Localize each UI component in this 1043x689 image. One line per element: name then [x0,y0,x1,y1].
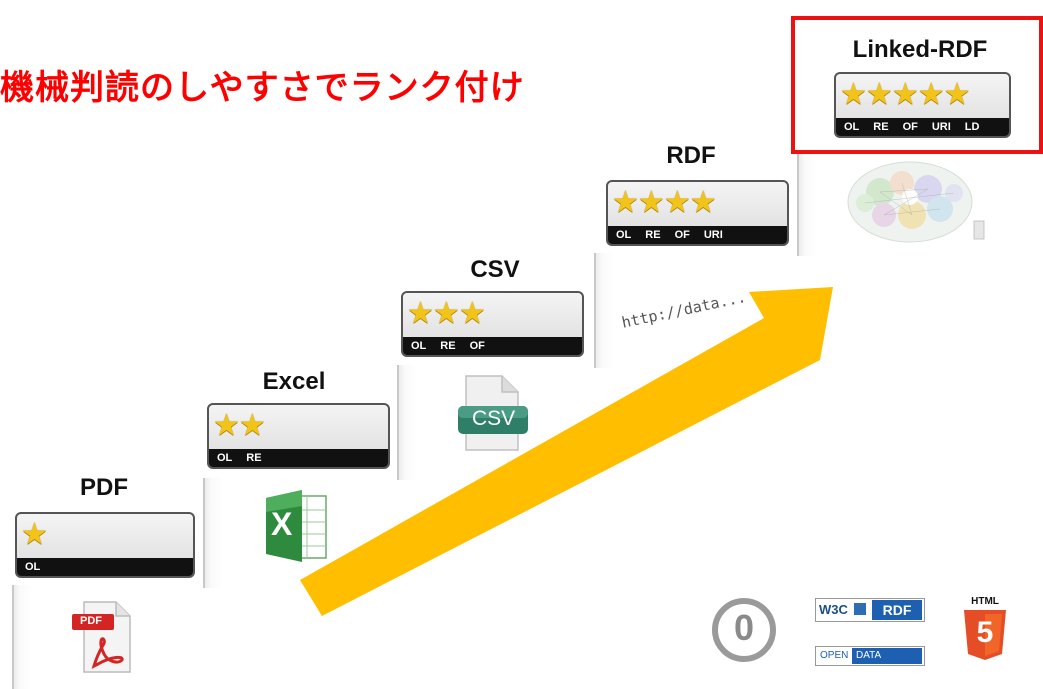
linked-data-cloud-image [840,157,1000,257]
step-label-rdf: RDF [666,142,716,169]
csv-file-icon: CSV [452,374,532,456]
star-icon: ★ [663,185,691,220]
cc0-icon-label: 0 [733,607,755,648]
star-rating: ★★★★★ [840,77,971,112]
badge-code-ol: OL [217,452,233,464]
badge-code-ol: OL [411,340,427,352]
csv-icon-label: CSV [472,407,516,430]
slide-title: 機械判読のしやすさでランク付け [0,68,525,108]
badge-code-ol: OL [25,561,41,573]
star-rating: ★ [21,517,48,552]
star-rating: ★★ [213,408,266,443]
badge-excel: ★★ OL RE [207,403,390,469]
star-icon: ★ [407,296,434,331]
star-icon: ★ [432,296,460,331]
html5-label: HTML [971,596,999,607]
html5-number: 5 [976,616,994,649]
badge-codes: OL RE OF [403,337,582,355]
badge-code-re: RE [246,452,262,464]
pdf-file-icon: PDF [70,596,140,676]
badge-code-re: RE [645,229,661,241]
badge-code-of: OF [469,340,485,352]
badge-code-ld: LD [964,121,980,133]
step-label-pdf: PDF [80,474,128,501]
star-icon: ★ [943,77,971,112]
step-label-excel: Excel [262,368,326,395]
open-label: OPEN [820,650,849,661]
html5-logo: HTML 5 [960,596,1010,666]
badge-code-re: RE [440,340,456,352]
badge-codes: OL RE OF URI LD [836,118,1009,136]
star-icon: ★ [213,408,240,443]
star-icon: ★ [865,77,893,112]
badge-pdf: ★ OL [15,512,195,578]
badge-code-uri: URI [931,121,951,133]
star-icon: ★ [840,77,867,112]
open-data-logo: OPEN DATA [815,646,925,666]
star-icon: ★ [238,408,266,443]
progress-arrow [300,270,920,670]
star-rating: ★★★★ [612,185,717,220]
badge-code-uri: URI [703,229,723,241]
step-label-csv: CSV [470,256,520,283]
star-icon: ★ [21,517,48,552]
star-rating: ★★★ [407,296,486,331]
pdf-icon-label: PDF [80,615,102,627]
rdf-label: RDF [872,600,922,620]
badge-code-ol: OL [844,121,860,133]
data-label: DATA [852,648,922,664]
w3c-label: W3C [819,602,848,617]
badge-codes: OL RE OF URI [608,226,787,244]
excel-icon: X [262,486,332,566]
badge-codes: OL RE [209,449,388,467]
step-label-linked-rdf: Linked-RDF [852,36,988,63]
excel-icon-label: X [271,506,293,542]
star-icon: ★ [637,185,665,220]
badge-code-of: OF [674,229,690,241]
star-icon: ★ [458,296,486,331]
star-icon: ★ [689,185,717,220]
badge-code-re: RE [873,121,889,133]
cc0-icon: 0 [712,598,776,662]
star-icon: ★ [917,77,945,112]
highlight-box [791,16,1043,154]
rdf-logo-icon [854,603,866,615]
badge-code-of: OF [902,121,918,133]
w3c-rdf-logo: W3C RDF [815,598,925,622]
star-icon: ★ [612,185,639,220]
badge-codes: OL [17,558,193,576]
badge-code-ol: OL [616,229,632,241]
star-icon: ★ [891,77,919,112]
